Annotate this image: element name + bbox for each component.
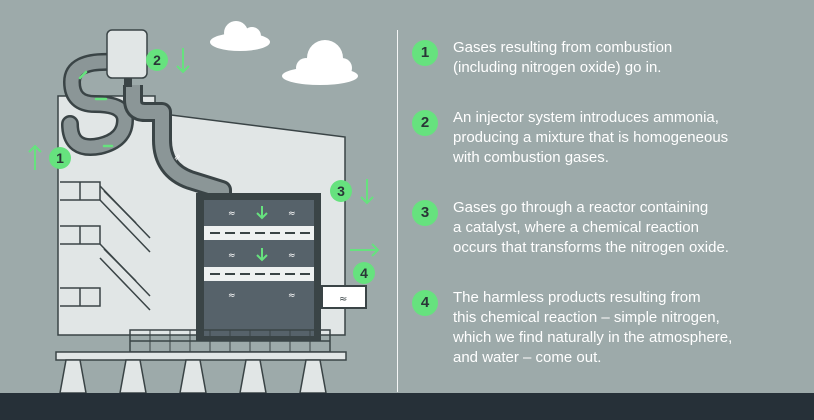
diagram-step-badge-4: 4 [350,243,380,284]
cloud-icon [210,21,270,51]
step-badge-number: 2 [153,52,161,68]
wave-icon: ≈ [228,291,236,301]
injector-duct [123,85,232,200]
gas-inlet-pipe [61,52,134,156]
wave-icon: ≈ [228,209,236,219]
arrow-right-icon [350,243,380,257]
wave-icon: ≈ [228,251,236,261]
diagram-step-badge-2: 2 [146,48,190,74]
step-badge-circle [49,147,71,169]
ammonia-injector [106,29,148,87]
wave-icon: ≈ [288,251,296,261]
wave-icon: ≈ [339,294,347,305]
cloud-icon [282,40,358,85]
step-number-badge: 3 [412,200,438,226]
step-description: The harmless products resulting from thi… [453,289,733,366]
step-badge-number: 3 [337,183,345,199]
step-badge-circle [146,49,168,71]
divider-line [397,30,398,392]
diagram-step-badge-3: 3 [330,179,374,205]
ground-strip [0,393,814,420]
step-badge-number: 1 [56,150,64,166]
step-badge-circle [353,262,375,284]
step-number-badge: 4 [412,290,438,316]
wave-icon: ≈ [288,209,296,219]
staircase [60,181,151,311]
wave-icon: ≈ [288,291,296,301]
step-description: An injector system introduces ammonia, p… [453,109,729,166]
arrow-up-icon [28,144,42,170]
arrow-down-icon [176,48,190,74]
step-badge-circle [330,180,352,202]
step-description: Gases resulting from combustion (includi… [453,39,673,76]
diagram-step-badge-1: 1 [28,144,71,170]
arrow-down-icon [360,179,374,205]
step-badge-number: 4 [360,265,368,281]
step-description: Gases go through a reactor containing a … [453,199,729,256]
step-number-badge: 2 [412,110,438,136]
step-number-badge: 1 [412,40,438,66]
catalyst-reactor: ≈ ≈ ≈ ≈ ≈ ≈ ≈ [196,193,367,341]
foundation [55,351,347,394]
